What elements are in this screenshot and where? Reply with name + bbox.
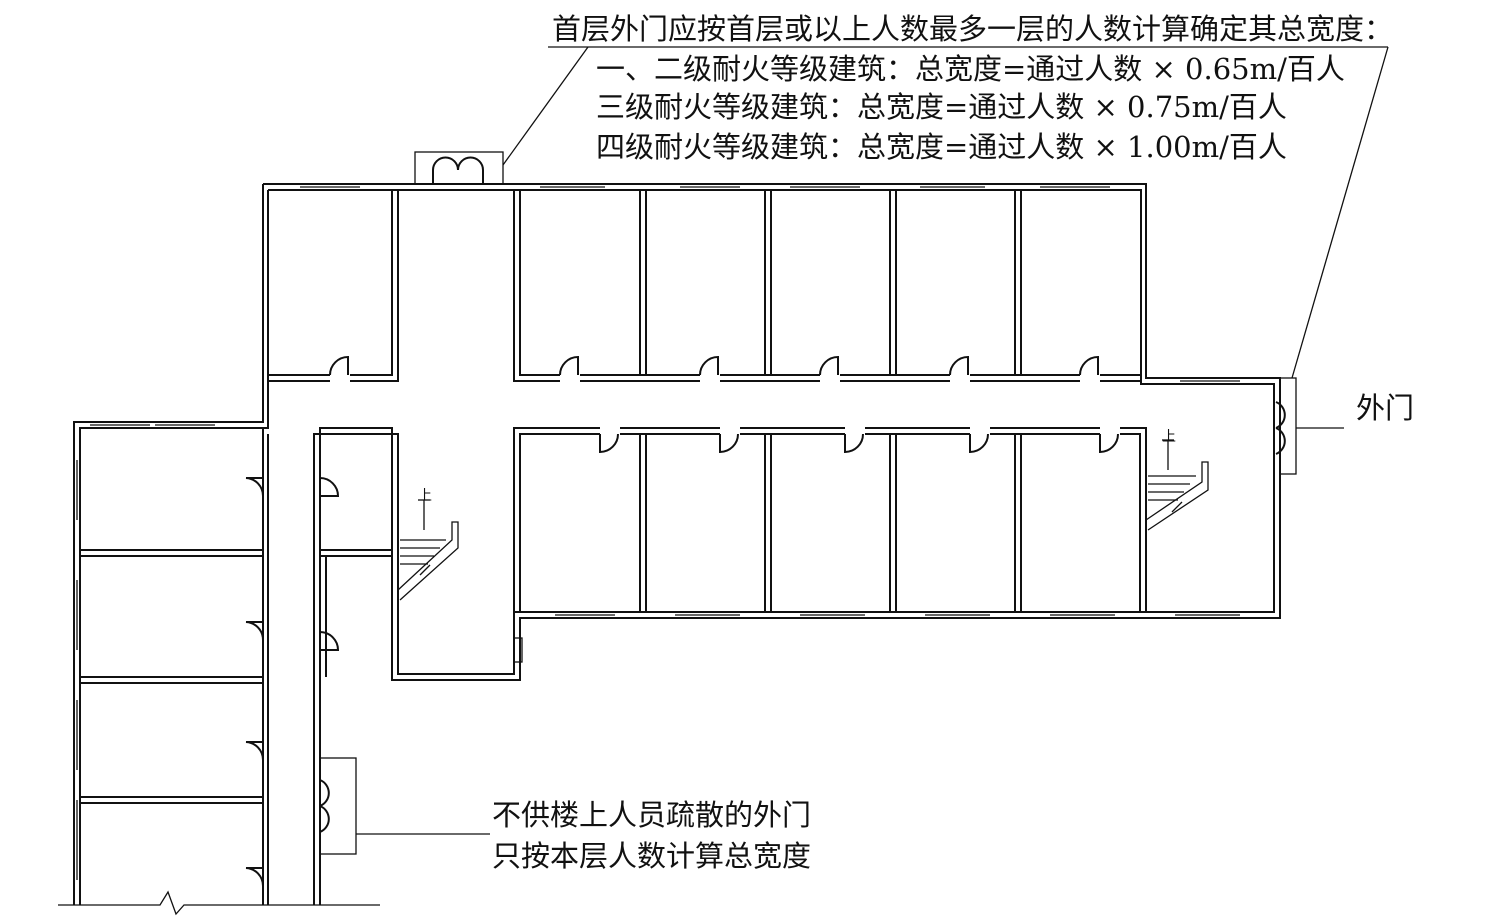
doors [245, 151, 1297, 887]
local-door-frame [319, 757, 357, 855]
north-entrance-canopy [414, 151, 504, 185]
south-room-partitions [513, 427, 1147, 612]
stair-left [397, 499, 459, 601]
east-door-frame [1279, 377, 1297, 475]
rule-line-grade-1-2: 一、二级耐火等级建筑：总宽度=通过人数 × 0.65m/百人 [596, 52, 1345, 86]
west-wing-partitions [80, 549, 392, 804]
north-room-partitions [268, 190, 1141, 382]
rule-line-grade-3: 三级耐火等级建筑：总宽度=通过人数 × 0.75m/百人 [596, 90, 1287, 124]
north-entrance-door [432, 156, 484, 184]
local-exit-rule-line-2: 只按本层人数计算总宽度 [492, 839, 811, 873]
windows [76, 186, 1240, 880]
local-exit-rule-note: 不供楼上人员疏散的外门 只按本层人数计算总宽度 [492, 798, 811, 873]
stair-right [1145, 439, 1209, 531]
leader-lines [356, 46, 1389, 835]
exterior-door-label: 外门 [1356, 391, 1414, 425]
leader-to-north-door [502, 46, 589, 166]
rule-line-grade-4: 四级耐火等级建筑：总宽度=通过人数 × 1.00m/百人 [596, 130, 1287, 164]
east-exterior-door [1275, 401, 1286, 455]
leader-to-east-door [1291, 46, 1389, 379]
main-exit-rule-title: 首层外门应按首层或以上人数最多一层的人数计算确定其总宽度： [552, 12, 1393, 46]
stair-up-mark-left: 上 [418, 488, 432, 504]
local-exit-rule-line-1: 不供楼上人员疏散的外门 [492, 798, 811, 832]
main-exit-rule-note: 首层外门应按首层或以上人数最多一层的人数计算确定其总宽度： 一、二级耐火等级建筑… [552, 12, 1393, 164]
stair-up-mark-right: 上 [1162, 429, 1176, 445]
local-exterior-door [319, 779, 330, 833]
